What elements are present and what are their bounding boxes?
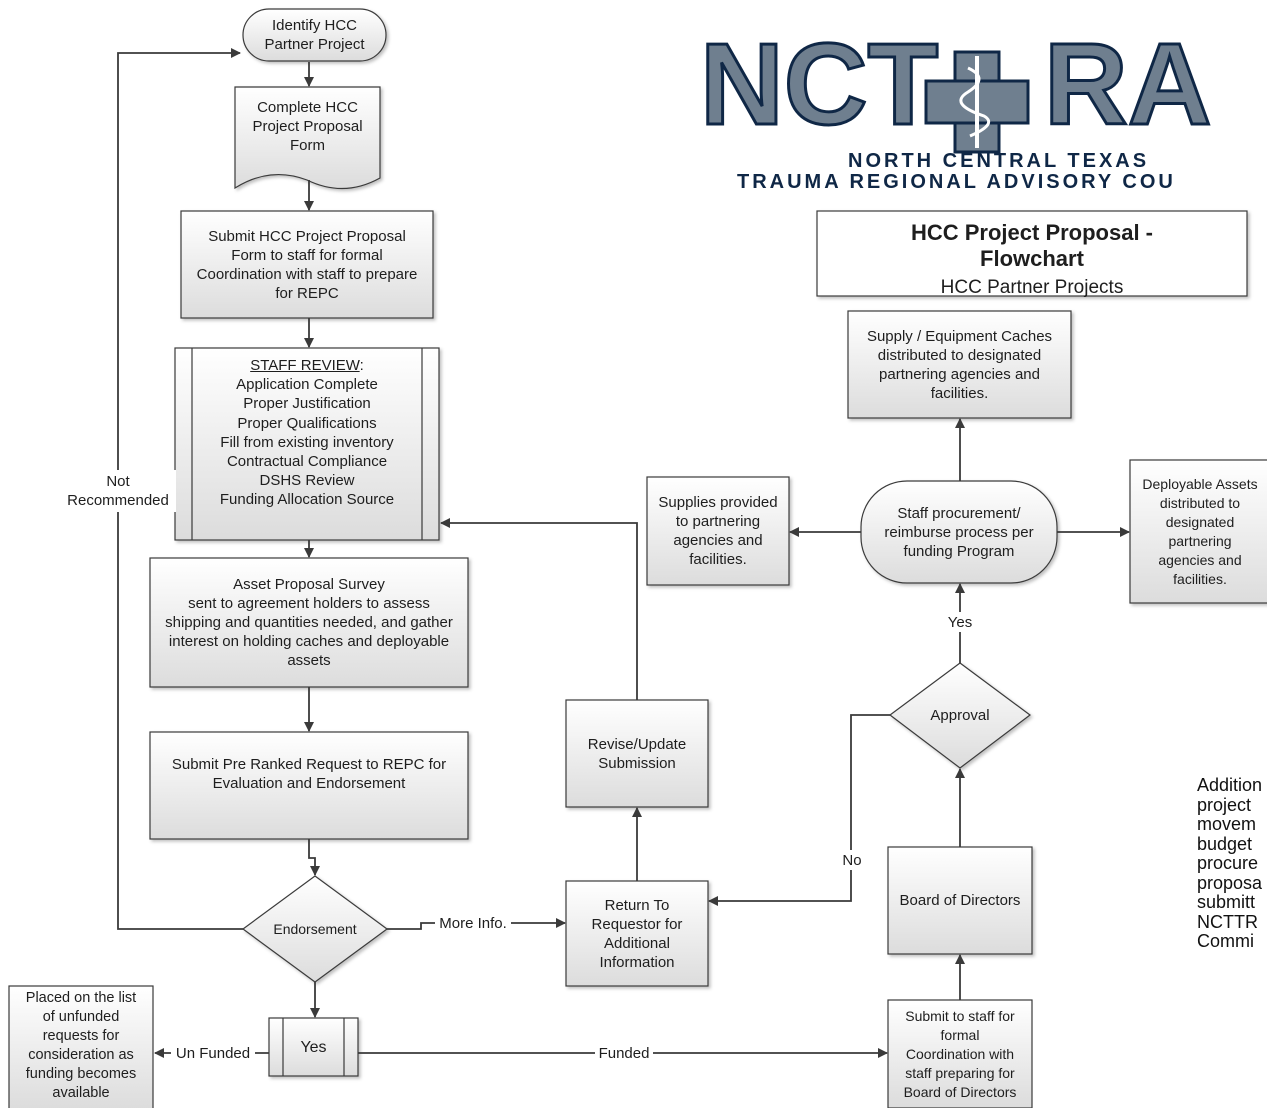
staff-review-colon: :	[359, 357, 364, 374]
identify-label: Identify HCC Partner Project	[264, 17, 365, 53]
edge-label-funded: Funded	[595, 1043, 653, 1063]
caches-label: Supply / Equipment Caches distributed to…	[866, 327, 1053, 402]
deployable-node	[1129, 459, 1267, 604]
edge-label-more-info: More Info.	[435, 913, 511, 933]
edge-preranked-endorsement	[308, 839, 320, 876]
deployable-label: Deployable Assets distributed to designa…	[1142, 475, 1258, 587]
board-node	[887, 846, 1033, 955]
endorsement-label: Endorsement	[273, 920, 357, 937]
complete-form-label: Complete HCC Project Proposal Form	[252, 98, 363, 154]
submit-staff-board-label: Submit to staff for formal Coordination …	[903, 1007, 1017, 1100]
unfunded-list-label: Placed on the list of unfunded requests …	[25, 990, 137, 1101]
pre-ranked-label: Submit Pre Ranked Request to REPC for Ev…	[171, 756, 447, 792]
revise-node	[565, 699, 709, 808]
logo-line-2: TRAUMA REGIONAL ADVISORY COU	[737, 171, 1176, 193]
pre-ranked-node	[149, 731, 469, 840]
submit-staff-board-node	[887, 999, 1033, 1108]
complete-form-node	[234, 86, 381, 190]
approval-label: Approval	[930, 706, 990, 724]
yes-node-label: Yes	[300, 1038, 327, 1056]
flowchart-subtitle: HCC Partner Projects	[940, 276, 1124, 298]
edge-label-un-funded: Un Funded	[171, 1043, 255, 1063]
logo-line-1: NORTH CENTRAL TEXAS	[848, 150, 1150, 172]
edge-no	[708, 714, 890, 906]
side-note: Addition project movem budget procure pr…	[1197, 775, 1263, 951]
edge-label-no: No	[840, 850, 864, 870]
asset-survey-node	[149, 557, 469, 688]
staff-review-heading: STAFF REVIEW	[250, 357, 360, 374]
staff-review-label: STAFF REVIEW: Application Complete Prope…	[192, 356, 422, 510]
return-requestor-node	[565, 880, 709, 987]
submit-form-node	[180, 210, 434, 319]
asset-survey-label: Asset Proposal Survey sent to agreement …	[165, 576, 453, 669]
submit-form-label: Submit HCC Project Proposal Form to staf…	[196, 227, 418, 302]
supplies-label: Supplies provided to partnering agencies…	[658, 494, 778, 568]
edge-label-yes: Yes	[940, 612, 980, 632]
revise-label: Revise/Update Submission	[587, 735, 687, 772]
identify-node	[242, 8, 387, 62]
title-box	[816, 210, 1248, 297]
procurement-label: Staff procurement/ reimburse process per…	[884, 504, 1034, 560]
flowchart-title: HCC Project Proposal - Flowchart	[910, 220, 1154, 271]
nctrac-logo	[924, 50, 1030, 154]
return-requestor-label: Return To Requestor for Additional Infor…	[591, 896, 683, 971]
yes-node	[268, 1017, 359, 1077]
staff-review-items: Application Complete Proper Justificatio…	[219, 376, 395, 509]
caches-node	[847, 310, 1072, 419]
supplies-node	[646, 476, 790, 586]
staff-review-node	[174, 347, 440, 541]
unfunded-list-node	[8, 985, 154, 1108]
board-label: Board of Directors	[899, 892, 1021, 909]
edge-revise-review	[440, 518, 638, 700]
logo-letters-right: RA	[1043, 19, 1214, 149]
edge-label-not-recommended: Not Recommended	[60, 470, 176, 512]
logo-letters-left: NCT	[698, 19, 939, 149]
